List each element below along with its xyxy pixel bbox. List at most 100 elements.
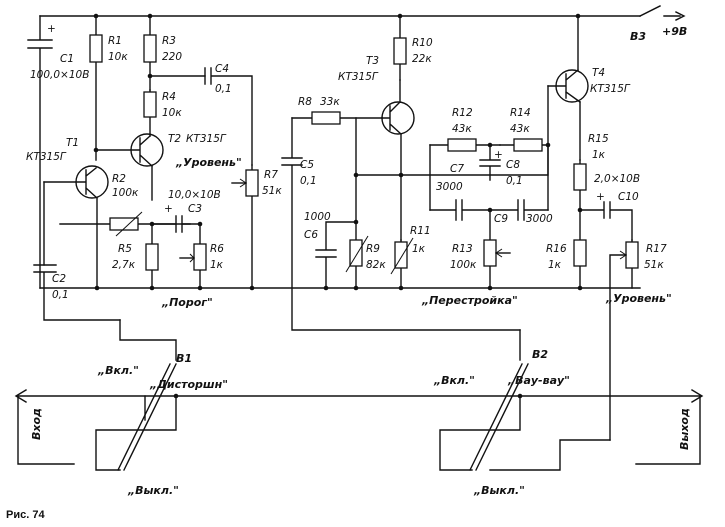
svg-text:R13: R13 (452, 243, 473, 255)
tuning-label: „Перестройка" (421, 294, 518, 307)
svg-text:C7: C7 (450, 163, 464, 175)
r16-resistor (573, 209, 587, 289)
svg-text:2,7к: 2,7к (112, 259, 136, 271)
c4-capacitor (204, 67, 253, 166)
level2-label: „Уровень" (605, 292, 672, 305)
b1-off: „Выкл." (127, 484, 179, 497)
svg-text:C6: C6 (304, 229, 318, 241)
r17-resistor (609, 239, 639, 441)
svg-text:+: + (47, 23, 56, 35)
svg-text:0,1: 0,1 (215, 83, 232, 95)
twin-t-sides (429, 144, 549, 211)
svg-text:C2: C2 (52, 273, 66, 285)
svg-text:0,1: 0,1 (52, 289, 69, 301)
switch-b1 (95, 319, 179, 471)
svg-text:R10: R10 (412, 37, 433, 49)
supply-label: +9В (662, 25, 687, 38)
r5-resistor (145, 223, 159, 289)
r8-resistor (291, 111, 383, 125)
svg-text:0,1: 0,1 (506, 175, 523, 187)
c1-capacitor: + (27, 15, 56, 289)
output-label: Выход (678, 408, 691, 450)
r14-resistor (499, 138, 549, 152)
svg-text:T1: T1 (66, 137, 79, 149)
signal-line (14, 389, 704, 403)
svg-text:2,0×10В: 2,0×10В (594, 173, 640, 185)
svg-text:C8: C8 (506, 159, 520, 171)
svg-text:10к: 10к (162, 107, 182, 119)
figure-caption: Рис. 74 (6, 509, 45, 521)
svg-text:R11: R11 (410, 225, 431, 237)
t3-transistor (381, 79, 415, 241)
b1-name: В1 (176, 352, 192, 365)
svg-text:R17: R17 (646, 243, 667, 255)
r15-resistor (573, 159, 587, 211)
svg-text:R15: R15 (588, 133, 609, 145)
junctions (93, 13, 583, 291)
svg-text:51к: 51к (644, 259, 664, 271)
t4-transistor (547, 15, 589, 161)
c5-capacitor (281, 117, 521, 331)
b2-mode: „Вау-вау" (507, 374, 570, 387)
svg-text:1к: 1к (548, 259, 562, 271)
svg-text:C9: C9 (494, 213, 508, 225)
r13-resistor (483, 209, 511, 289)
r9-resistor (345, 174, 369, 289)
svg-text:T2: T2 (168, 133, 181, 145)
svg-text:C3: C3 (188, 203, 202, 215)
svg-text:+: + (494, 149, 503, 161)
svg-text:0,1: 0,1 (300, 175, 317, 187)
svg-text:C4: C4 (215, 63, 229, 75)
svg-text:КТ315Г: КТ315Г (590, 83, 631, 95)
positive-rail (39, 5, 686, 21)
svg-text:10к: 10к (108, 51, 128, 63)
input-label: Вход (30, 408, 43, 440)
svg-text:R4: R4 (162, 91, 176, 103)
svg-text:R9: R9 (366, 243, 380, 255)
r4-resistor (143, 75, 206, 137)
switch-b2 (439, 329, 611, 471)
svg-text:R5: R5 (118, 243, 132, 255)
b2-on: „Вкл." (433, 374, 475, 387)
r1-resistor (89, 15, 103, 161)
svg-text:C10: C10 (618, 191, 639, 203)
b2-off: „Выкл." (473, 484, 525, 497)
c3-capacitor: + (151, 203, 201, 233)
b2-name: В2 (532, 348, 548, 361)
svg-text:51к: 51к (262, 185, 282, 197)
svg-text:R12: R12 (452, 107, 473, 119)
svg-text:10,0×10В: 10,0×10В (168, 189, 221, 201)
c2-capacitor (33, 264, 121, 321)
svg-text:R8: R8 (298, 96, 312, 108)
c7-capacitor (429, 199, 491, 221)
svg-text:КТ315Г: КТ315Г (26, 151, 67, 163)
svg-text:220: 220 (162, 51, 182, 63)
svg-text:43к: 43к (452, 123, 472, 135)
r11-resistor (390, 237, 414, 289)
svg-text:+: + (596, 191, 605, 203)
svg-text:100,0×10В: 100,0×10В (30, 69, 89, 81)
svg-text:R16: R16 (546, 243, 567, 255)
svg-text:R6: R6 (210, 243, 224, 255)
svg-text:R2: R2 (112, 173, 126, 185)
svg-text:33к: 33к (320, 96, 340, 108)
svg-text:1к: 1к (412, 243, 426, 255)
threshold-label: „Порог" (161, 296, 213, 309)
svg-text:100к: 100к (450, 259, 477, 271)
r6-resistor (179, 223, 207, 289)
svg-text:+: + (164, 203, 173, 215)
svg-text:T3: T3 (366, 55, 379, 67)
svg-text:R3: R3 (162, 35, 176, 47)
svg-text:43к: 43к (510, 123, 530, 135)
r3-resistor (143, 15, 157, 91)
svg-text:R1: R1 (108, 35, 122, 47)
r10-resistor (393, 15, 407, 81)
svg-text:22к: 22к (412, 53, 432, 65)
svg-text:100к: 100к (112, 187, 139, 199)
switch-b3-label: В3 (630, 30, 646, 43)
svg-text:3000: 3000 (436, 181, 463, 193)
c10-capacitor: + (579, 191, 633, 241)
svg-text:R7: R7 (264, 169, 278, 181)
c9-capacitor (489, 199, 549, 221)
